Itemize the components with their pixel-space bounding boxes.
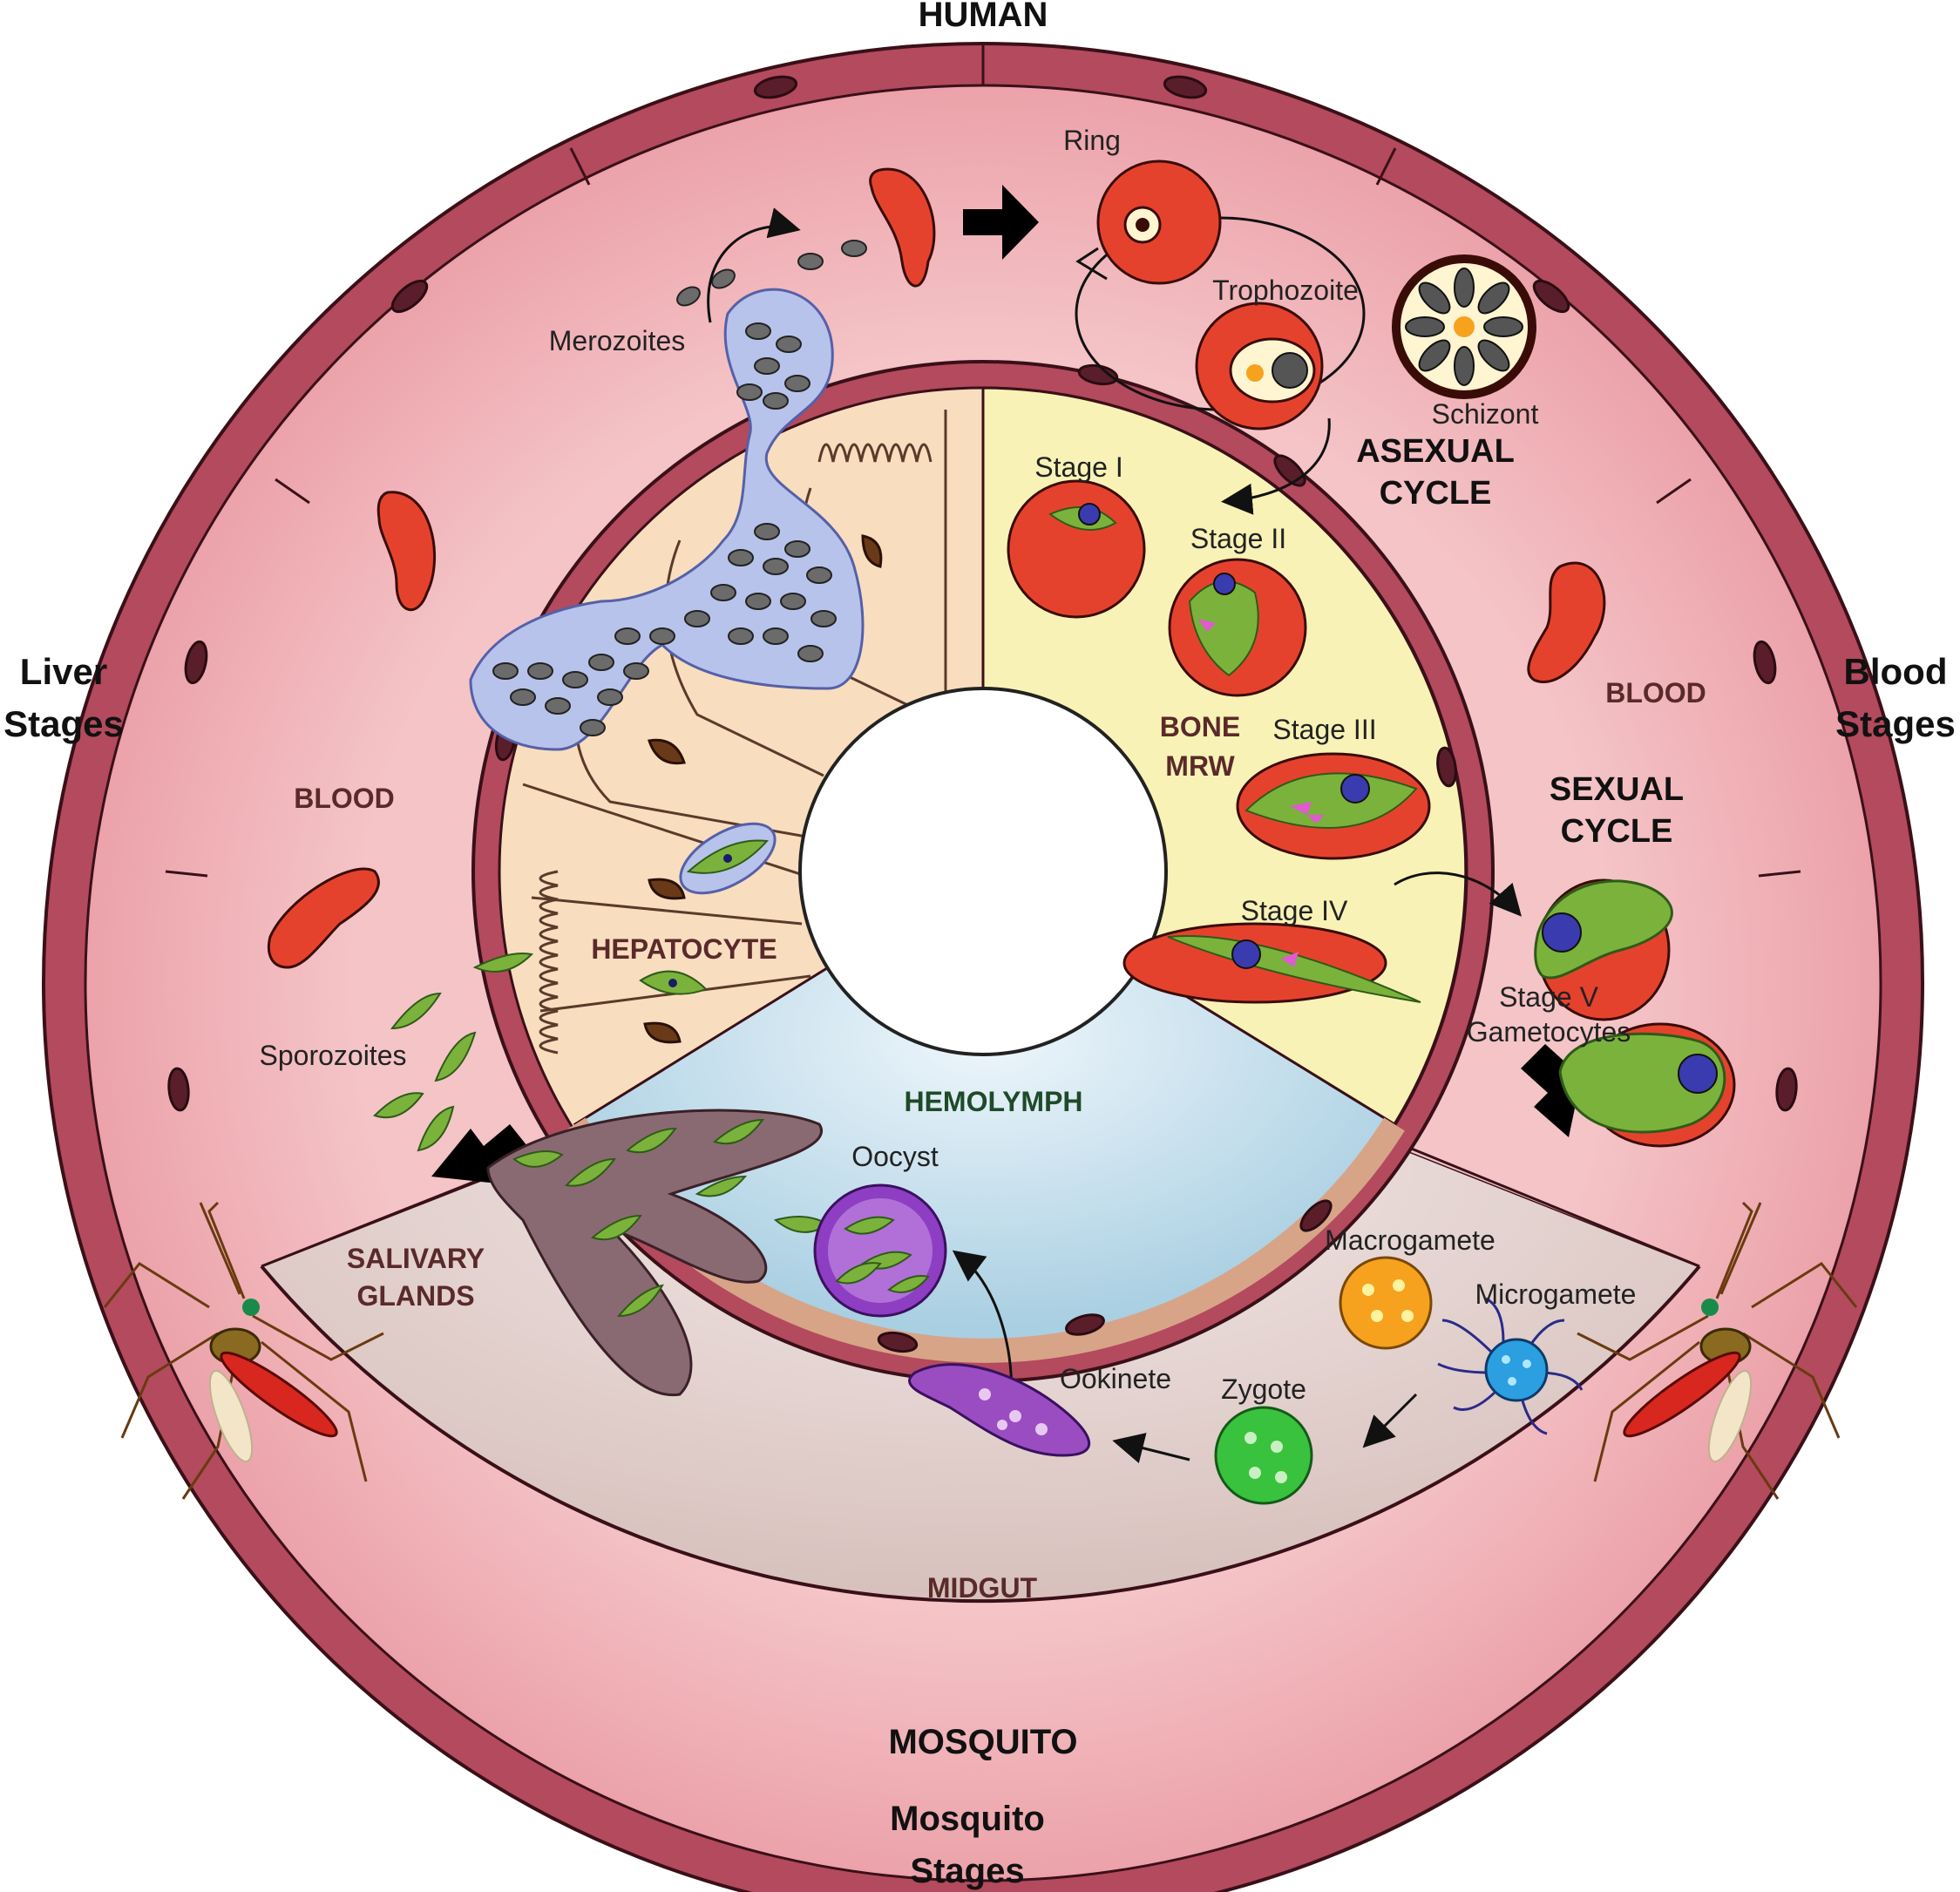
merozoite-arrow <box>707 207 801 323</box>
heading-blood-stages-l2: Stages <box>1835 703 1956 744</box>
mosquito-left-icon <box>103 1201 384 1500</box>
sexual-cycle-l1: SEXUAL <box>1550 771 1684 808</box>
label-microgamete: Microgamete <box>1475 1278 1637 1310</box>
heading-mosquito: MOSQUITO <box>888 1723 1077 1761</box>
microgamete <box>1437 1297 1584 1435</box>
label-oocyst: Oocyst <box>851 1141 939 1172</box>
heading-liver-stages-l2: Stages <box>3 703 124 744</box>
zone-salivary-l1: SALIVARY <box>347 1243 485 1274</box>
label-zygote: Zygote <box>1221 1373 1306 1405</box>
zone-hemolymph: HEMOLYMPH <box>904 1086 1082 1117</box>
free-merozoites <box>676 240 867 307</box>
rbc-cells <box>267 167 1606 969</box>
asexual-cycle-l1: ASEXUAL <box>1356 433 1515 470</box>
label-ookinete: Ookinete <box>1060 1363 1171 1394</box>
sexual-cycle-l2: CYCLE <box>1561 813 1673 850</box>
label-schizont: Schizont <box>1432 398 1539 430</box>
zygote-to-ookinete-arrow <box>1112 1433 1190 1464</box>
ookinete <box>908 1363 1091 1457</box>
zygote <box>1214 1406 1313 1505</box>
heading-mosquito-stages-l2: Stages <box>910 1852 1024 1890</box>
label-stage3: Stage III <box>1272 714 1376 745</box>
label-merozoites: Merozoites <box>549 325 686 356</box>
oocyst <box>813 1183 947 1318</box>
gametocyte-stages <box>1007 479 1736 1148</box>
hepatocyte-microvilli <box>539 443 933 1055</box>
zone-blood-left: BLOOD <box>294 783 395 814</box>
merozoite-cyst <box>469 288 865 751</box>
central-lumen <box>798 687 1168 1056</box>
label-sporozoites: Sporozoites <box>260 1040 407 1071</box>
heading-liver-stages-l1: Liver <box>20 651 107 692</box>
sporozoites <box>373 953 830 1318</box>
zone-hepatocyte: HEPATOCYTE <box>591 933 777 965</box>
label-stage5-l2: Gametocytes <box>1467 1016 1631 1048</box>
asexual-cycle-l2: CYCLE <box>1380 475 1492 512</box>
heading-blood-stages-l1: Blood <box>1844 651 1948 692</box>
asexual-cycle <box>1075 159 1536 515</box>
zone-bone-l1: BONE <box>1160 711 1240 743</box>
mosquito-right-icon <box>1577 1201 1858 1500</box>
label-stage5-l1: Stage V <box>1499 981 1599 1013</box>
zone-midgut: MIDGUT <box>927 1572 1038 1604</box>
zone-blood-right: BLOOD <box>1605 677 1706 709</box>
hepatocyte-sporozoite <box>639 822 777 995</box>
zone-bone-l2: MRW <box>1165 750 1235 782</box>
heading-human: HUMAN <box>919 0 1048 34</box>
heading-mosquito-stages-l1: Mosquito <box>890 1800 1045 1838</box>
label-macrogamete: Macrogamete <box>1325 1224 1495 1256</box>
zone-salivary-l2: GLANDS <box>356 1280 474 1312</box>
label-stage1: Stage I <box>1034 451 1122 483</box>
label-trophozoite: Trophozoite <box>1212 275 1359 306</box>
label-stage2: Stage II <box>1190 523 1286 554</box>
label-stage4: Stage IV <box>1241 895 1348 926</box>
stage1-cell <box>1007 479 1146 619</box>
macrogamete <box>1339 1256 1433 1350</box>
label-ring: Ring <box>1063 125 1121 156</box>
gamete-to-zygote-arrow <box>1362 1393 1418 1448</box>
